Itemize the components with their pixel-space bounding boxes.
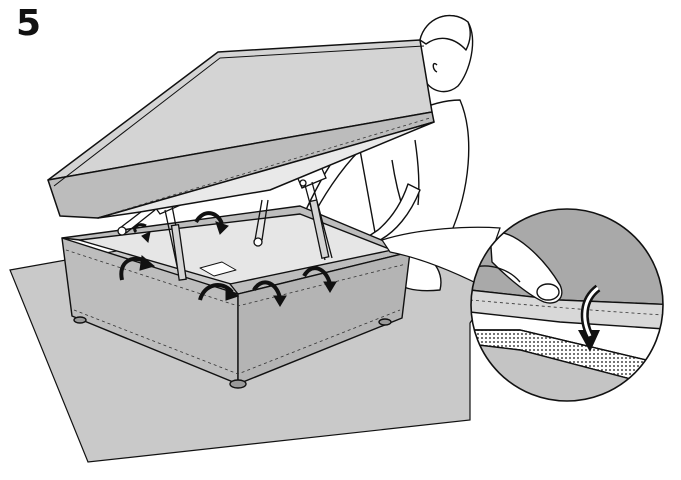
rotate-arrow-icon — [119, 255, 156, 281]
cushion-lid — [47, 39, 435, 219]
step-number: 5 — [16, 3, 42, 44]
rotate-arrow-icon — [133, 223, 151, 244]
rotate-arrow-icons — [119, 211, 337, 307]
rotate-arrow-icon — [198, 283, 240, 301]
person-figure — [295, 14, 474, 292]
rotate-arrow-icon — [194, 211, 229, 235]
rotate-arrow-icon — [302, 266, 337, 293]
rotate-arrow-icon — [252, 280, 287, 307]
zoom-detail-circle — [470, 208, 664, 402]
